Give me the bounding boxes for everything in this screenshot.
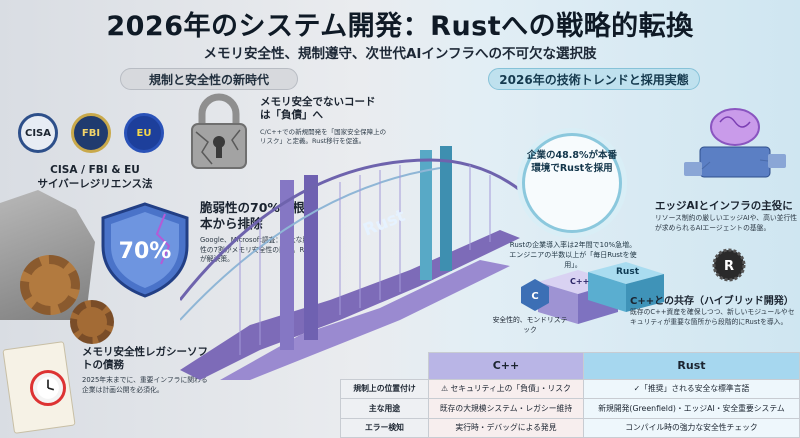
bridge-label: Rust [360, 206, 408, 241]
cell-cpp: 既存の大規模システム・レガシー維持 [428, 398, 584, 419]
edge-ai-body: リソース制約の厳しいエッジAIや、高い並行性が求められるAIエージェントの基盤。 [655, 214, 798, 232]
shield-value: 70% [119, 239, 172, 264]
svg-text:R: R [724, 259, 734, 274]
table-header-row: C++ Rust [341, 352, 800, 380]
page-title: 2026年のシステム開発：Rustへの戦略的転換 [106, 11, 694, 42]
table-row: 主な用途 既存の大規模システム・レガシー維持 新規開発(Greenfield)・… [340, 398, 800, 419]
left-section-label: 規制と安全性の新時代 [120, 68, 298, 90]
cell-rust: 新規開発(Greenfield)・エッジAI・安全重要システム [582, 398, 800, 419]
cpp-logo-icon: C [521, 279, 549, 311]
legacy-debt-title: メモリ安全性レガシーソフトの債務 [82, 346, 208, 371]
stack-rust-label: Rust [616, 267, 640, 277]
adoption-body: Rustの企業導入率は2年間で10%急増。エンジニアの半数以上が「毎日Rustを… [509, 241, 637, 269]
edge-ai-title: エッジAIとインフラの主役に [655, 200, 793, 212]
table-corner [341, 353, 429, 380]
cisa-title: CISA / FBI & EU [50, 164, 140, 176]
table-row: エラー検知 実行時・デバッグによる発見 コンパイル時の強力な安全性チェック [340, 417, 800, 438]
edge-ai-chip-icon [684, 108, 786, 178]
vulnerability-title: 脆弱性の70%を根本から排除 [200, 200, 305, 231]
svg-text:C: C [531, 291, 538, 302]
cpp-note: 安全性的、モンドリステック [492, 316, 568, 334]
coexistence-body: 既存のC++資産を確保しつつ、新しいモジュールやセキュリティが重要な箇所から段階… [630, 308, 795, 326]
memory-unsafe-body: C/C++での新規開発を「国家安全保障上のリスク」と定義。Rust移行を促進。 [260, 128, 387, 145]
cell-rust: コンパイル時の強力な安全性チェック [582, 417, 800, 438]
coexistence-title: C++との共存（ハイブリッド開発） [630, 296, 794, 307]
fbi-seal-icon: FBI [71, 113, 111, 153]
table-header-rust: Rust [582, 352, 800, 380]
comparison-table: C++ Rust 規制上の位置付け ⚠ セキュリティ上の「負債」・リスク ✓「推… [340, 352, 800, 438]
table-row: 規制上の位置付け ⚠ セキュリティ上の「負債」・リスク ✓「推奨」される安全な標… [340, 378, 800, 400]
bridge-illustration: Rust [180, 146, 520, 380]
rusty-gear-icon [20, 255, 80, 315]
memory-unsafe-title: メモリ安全でないコードは「負債」へ [260, 96, 376, 121]
cell-rust: ✓「推奨」される安全な標準言語 [582, 378, 800, 400]
right-section-label: 2026年の技術トレンドと採用実態 [488, 68, 700, 90]
row-label: 主な用途 [340, 398, 429, 419]
table-header-cpp: C++ [428, 352, 584, 380]
broken-padlock-icon [191, 93, 247, 169]
cisa-caption: CISA / FBI & EU サイバーレジリエンス法 [5, 163, 185, 191]
row-label: エラー検知 [340, 417, 429, 438]
row-label: 規制上の位置付け [340, 378, 429, 400]
rusty-gear-small-icon [70, 300, 114, 344]
cisa-subtitle: サイバーレジリエンス法 [37, 178, 153, 190]
legacy-debt-body: 2025年末までに、重要インフラに関わる企業は計画公開を必須化。 [82, 376, 208, 394]
rust-logo-icon: R [712, 248, 746, 282]
stack-cpp-label: C++ [570, 277, 589, 286]
stopwatch-icon [30, 370, 66, 406]
cell-cpp: 実行時・デバッグによる発見 [428, 417, 584, 438]
adoption-stat-text: 企業の48.8%が本番環境でRustを採用 [527, 150, 617, 174]
page-subtitle: メモリ安全性、規制遵守、次世代AIインフラへの不可欠な選択肢 [203, 46, 597, 62]
adoption-stat-circle [522, 133, 622, 233]
shield-icon: 70% [101, 202, 189, 298]
eu-seal-icon: EU [124, 113, 164, 153]
cell-cpp: ⚠ セキュリティ上の「負債」・リスク [428, 378, 584, 400]
cisa-seal-icon: CISA [18, 113, 58, 153]
